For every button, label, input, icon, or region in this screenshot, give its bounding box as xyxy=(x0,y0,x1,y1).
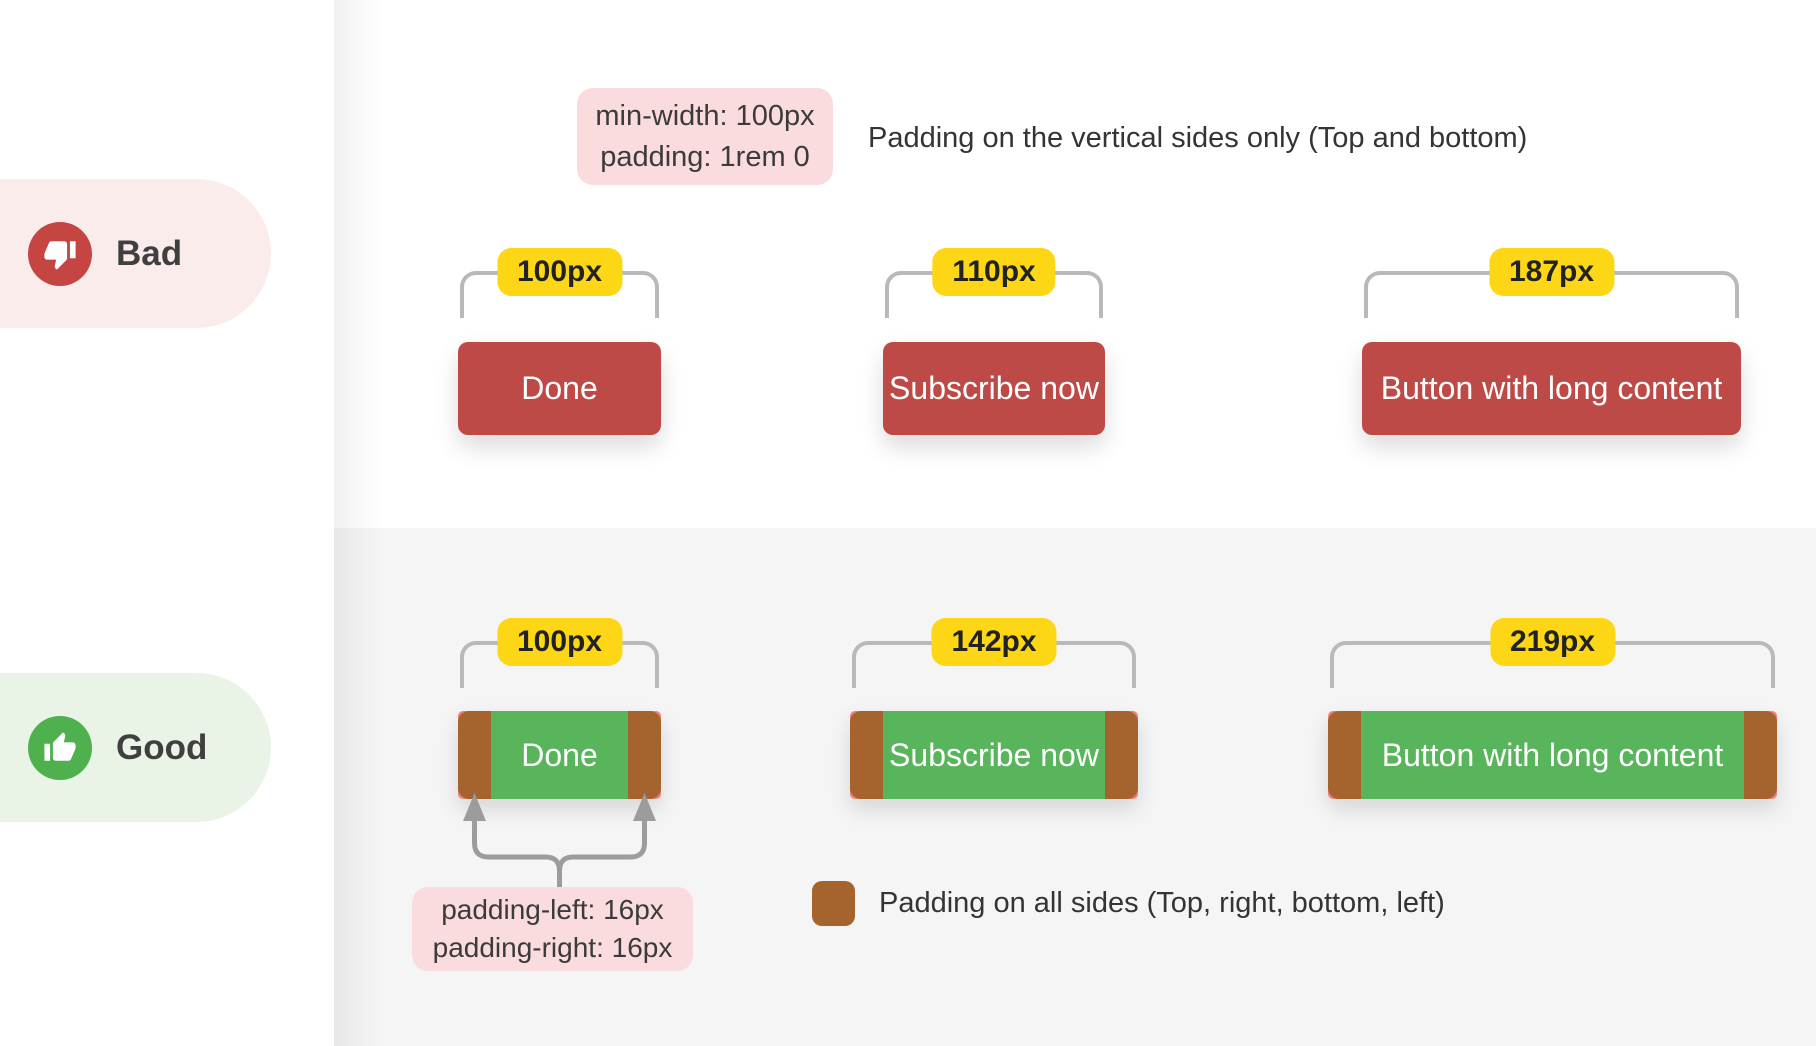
bad-long-content-group: 187px Button with long content xyxy=(1362,248,1741,448)
width-label: 100px xyxy=(496,618,623,666)
good-long-content-button-label: Button with long content xyxy=(1361,711,1744,799)
css-code-badge: min-width: 100px padding: 1rem 0 xyxy=(577,88,833,185)
padding-code-line2: padding-right: 16px xyxy=(432,932,673,963)
padding-code-badge: padding-left: 16px padding-right: 16px xyxy=(412,887,693,971)
thumbs-down-icon xyxy=(28,221,92,286)
width-label: 187px xyxy=(1488,248,1615,296)
bad-section-caption: Padding on the vertical sides only (Top … xyxy=(868,122,1528,154)
bad-subscribe-button: Subscribe now xyxy=(883,342,1105,435)
bad-label: Bad xyxy=(116,233,183,273)
padding-legend: Padding on all sides (Top, right, bottom… xyxy=(812,881,1445,926)
padding-area: Done xyxy=(458,711,661,799)
good-label: Good xyxy=(116,727,208,767)
thumbs-up-icon xyxy=(28,715,92,780)
padding-legend-text: Padding on all sides (Top, right, bottom… xyxy=(879,887,1445,919)
width-label: 110px xyxy=(932,248,1056,296)
good-subscribe-button: Subscribe now xyxy=(850,711,1138,799)
good-verdict-pill: Good xyxy=(0,673,271,822)
brown-padding-swatch xyxy=(812,881,855,926)
good-long-content-button: Button with long content xyxy=(1328,711,1777,799)
width-label: 142px xyxy=(931,618,1057,666)
padding-pointer-arrows xyxy=(463,793,656,890)
padding-area: Button with long content xyxy=(1328,711,1777,799)
bad-long-content-button: Button with long content xyxy=(1362,342,1741,435)
bad-done-button: Done xyxy=(458,342,661,435)
padding-area: Subscribe now xyxy=(850,711,1138,799)
good-subscribe-button-label: Subscribe now xyxy=(883,711,1105,799)
width-label: 100px xyxy=(496,248,623,296)
padding-code-line1: padding-left: 16px xyxy=(441,894,664,925)
bad-done-group: 100px Done xyxy=(458,248,661,448)
good-done-button-label: Done xyxy=(491,711,628,799)
css-code-line2: padding: 1rem 0 xyxy=(600,140,810,173)
good-done-button: Done xyxy=(458,711,661,799)
good-subscribe-group: 142px Subscribe now xyxy=(850,618,1138,818)
bad-subscribe-group: 110px Subscribe now xyxy=(883,248,1105,448)
width-label: 219px xyxy=(1489,618,1616,666)
good-done-group: 100px Done xyxy=(458,618,661,818)
css-code-line1: min-width: 100px xyxy=(595,99,815,132)
bad-verdict-pill: Bad xyxy=(0,179,271,328)
good-long-content-group: 219px Button with long content xyxy=(1328,618,1777,818)
